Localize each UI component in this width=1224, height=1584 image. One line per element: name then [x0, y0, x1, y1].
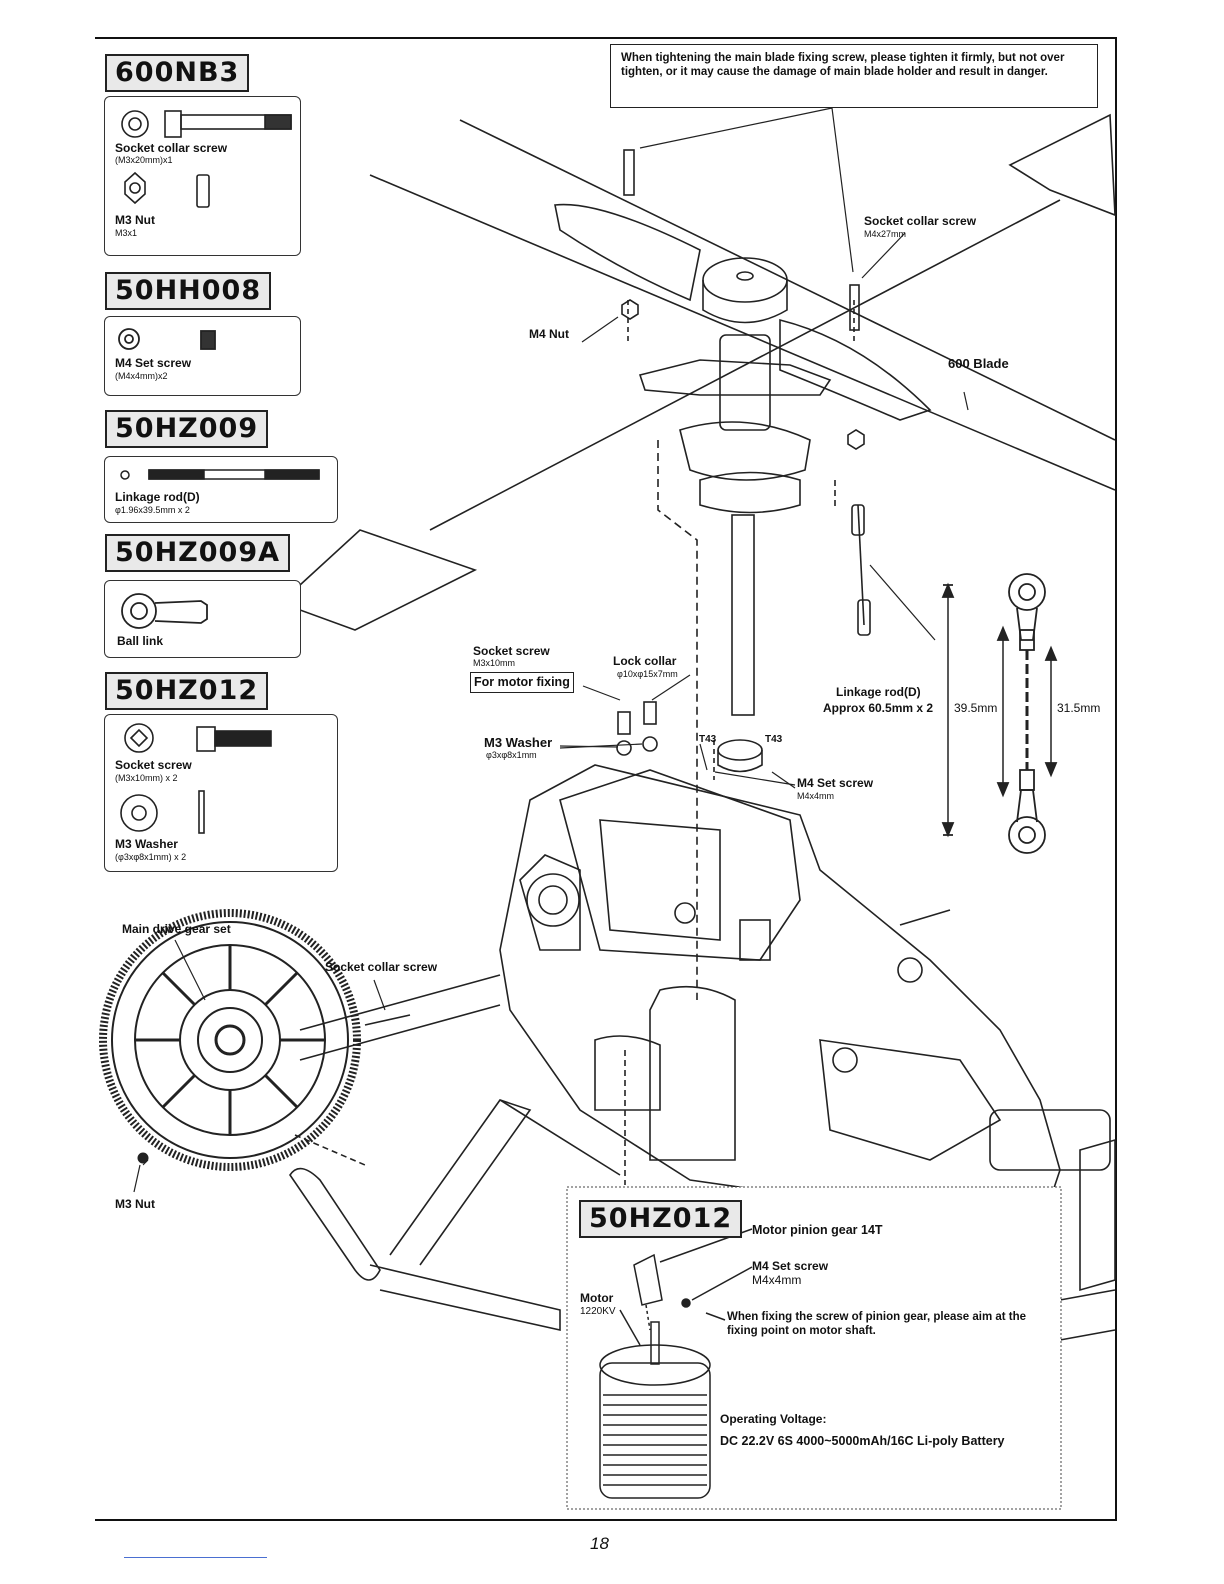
callout-m4-set-screw-spec: M4x4mm — [797, 791, 835, 801]
callout-socket-screw-spec: M3x10mm — [473, 658, 516, 668]
m3-nut-spec: M3x1 — [115, 228, 138, 238]
callout-lock-collar-spec: φ10xφ15x7mm — [617, 669, 678, 679]
top-rule — [95, 37, 1117, 39]
parts-box-50hh008: M4 Set screw (M4x4mm)x2 — [104, 316, 301, 396]
set-screw-icon — [118, 328, 216, 350]
part-code-50hz009a: 50HZ009A — [105, 534, 291, 572]
socket-screw-spec: (M3x10mm) x 2 — [115, 773, 178, 783]
right-rule — [1115, 37, 1117, 1521]
callout-m3-washer: M3 Washer — [484, 735, 553, 750]
parts-box-600nb3: Socket collar screw (M3x20mm)x1 M3 Nut M… — [104, 96, 301, 256]
callout-600-blade: 600 Blade — [948, 356, 1009, 371]
m3-washer-spec: (φ3xφ8x1mm) x 2 — [115, 852, 187, 862]
page-number: 18 — [590, 1534, 609, 1553]
socket-collar-screw-spec: (M3x20mm)x1 — [115, 155, 173, 165]
callout-socket-collar-screw: Socket collar screw — [864, 214, 977, 228]
pinion-set-screw-spec: M4x4mm — [752, 1273, 802, 1287]
callout-m4-nut: M4 Nut — [529, 327, 569, 341]
callout-socket-collar-screw-mid: Socket collar screw — [325, 960, 438, 974]
m4-set-screw-spec: (M4x4mm)x2 — [115, 371, 168, 381]
callout-t43-left: T43 — [699, 734, 717, 745]
part-code-600nb3: 600NB3 — [105, 54, 250, 92]
m4-set-screw-label: M4 Set screw — [115, 356, 192, 370]
callout-m4-set-screw: M4 Set screw — [797, 776, 874, 790]
dimension-31-5mm: 31.5mm — [1057, 701, 1101, 715]
callout-t43-right: T43 — [765, 734, 783, 745]
motor-label: Motor — [580, 1291, 614, 1305]
m3-washer-label: M3 Washer — [115, 837, 178, 851]
socket-screw-label: Socket screw — [115, 758, 192, 772]
dimension-39-5mm: 39.5mm — [954, 701, 998, 715]
parts-box-50hz012: Socket screw (M3x10mm) x 2 M3 Washer (φ3… — [104, 714, 338, 872]
operating-voltage-label: Operating Voltage: — [720, 1412, 827, 1426]
parts-box-50hz009: Linkage rod(D) φ1.96x39.5mm x 2 — [104, 456, 338, 523]
footer-underline — [124, 1557, 267, 1558]
linkage-rod-label: Linkage rod(D) — [115, 490, 200, 504]
warning-text: When tightening the main blade fixing sc… — [621, 52, 1065, 78]
motor-pinion-gear-label: Motor pinion gear 14T — [752, 1223, 883, 1237]
parts-box-50hz009a: Ball link — [104, 580, 301, 658]
part-code-50hz012: 50HZ012 — [105, 672, 269, 710]
callout-for-motor-fixing: For motor fixing — [470, 672, 574, 693]
m3-nut-label: M3 Nut — [115, 213, 155, 227]
callout-main-drive-gear: Main drive gear set — [122, 922, 231, 936]
socket-screw-and-washer-icon — [120, 723, 272, 834]
part-code-50hh008: 50HH008 — [105, 272, 272, 310]
operating-voltage-value: DC 22.2V 6S 4000~5000mAh/16C Li-poly Bat… — [720, 1434, 1005, 1448]
callout-linkage-rod-spec: Approx 60.5mm x 2 — [823, 701, 934, 715]
socket-collar-screw-label: Socket collar screw — [115, 141, 228, 155]
callout-lock-collar: Lock collar — [613, 654, 677, 668]
bottom-rule — [95, 1519, 1117, 1521]
pinion-set-screw-label: M4 Set screw — [752, 1259, 829, 1273]
motor-kv-spec: 1220KV — [580, 1306, 616, 1317]
pinion-fixing-note: When fixing the screw of pinion gear, pl… — [727, 1311, 1027, 1337]
callout-m3-washer-spec: φ3xφ8x1mm — [486, 750, 537, 760]
ball-link-label: Ball link — [117, 634, 164, 648]
linkage-rod-spec: φ1.96x39.5mm x 2 — [115, 505, 190, 515]
warning-box: When tightening the main blade fixing sc… — [610, 44, 1098, 108]
callout-m3-nut: M3 Nut — [115, 1197, 155, 1211]
callout-socket-collar-screw-spec: M4x27mm — [864, 229, 907, 239]
part-code-50hz009: 50HZ009 — [105, 410, 269, 448]
part-code-motor-panel: 50HZ012 — [579, 1200, 743, 1238]
callout-linkage-rod: Linkage rod(D) — [836, 685, 921, 699]
socket-collar-screw-icon — [121, 110, 292, 208]
ball-link-icon — [121, 593, 208, 629]
callout-socket-screw: Socket screw — [473, 644, 550, 658]
linkage-rod-icon — [120, 469, 320, 480]
